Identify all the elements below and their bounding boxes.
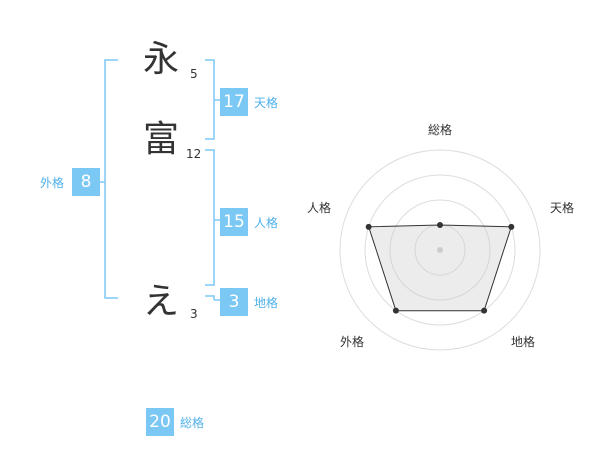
radar-axis-label-jinkaku: 人格 [307,201,332,215]
soukaku-label: 総格 [180,416,205,430]
gaikaku-label: 外格 [40,176,65,190]
soukaku-value: 20 [146,408,174,436]
radar-series-area [368,224,512,312]
jinkaku-label: 人格 [254,216,279,230]
tenkaku-value: 17 [220,88,248,116]
stroke-count-3: 3 [190,307,198,321]
name-char-1: 永 [143,39,180,80]
chikaku-label: 地格 [254,296,279,310]
radar-ring [364,174,516,326]
gaikaku-bracket [104,59,118,299]
jinkaku-bracket [205,149,215,286]
radar-axis-label-chikaku: 地格 [511,335,536,349]
stroke-count-2: 12 [186,147,202,161]
radar-axis-label-soukaku: 総格 [428,123,453,137]
tenkaku-label: 天格 [254,96,279,110]
radar-point-2 [481,307,488,314]
chikaku-bracket [205,295,215,300]
stroke-count-1: 5 [190,67,198,81]
radar-axis-label-gaikaku: 外格 [340,335,365,349]
radar-point-1 [508,223,515,230]
radar-axis-label-tenkaku: 天格 [550,201,575,215]
radar-point-3 [392,307,399,314]
radar-ring [339,149,541,351]
name-char-2: 富 [143,119,180,160]
jinkaku-value: 15 [220,208,248,236]
name-char-3: え [143,281,180,322]
radar-point-0 [437,222,443,228]
radar-center-dot [437,247,443,253]
radar-ring [389,199,491,301]
chikaku-value: 3 [220,288,248,316]
gaikaku-value: 8 [72,168,100,196]
radar-point-4 [365,223,372,230]
